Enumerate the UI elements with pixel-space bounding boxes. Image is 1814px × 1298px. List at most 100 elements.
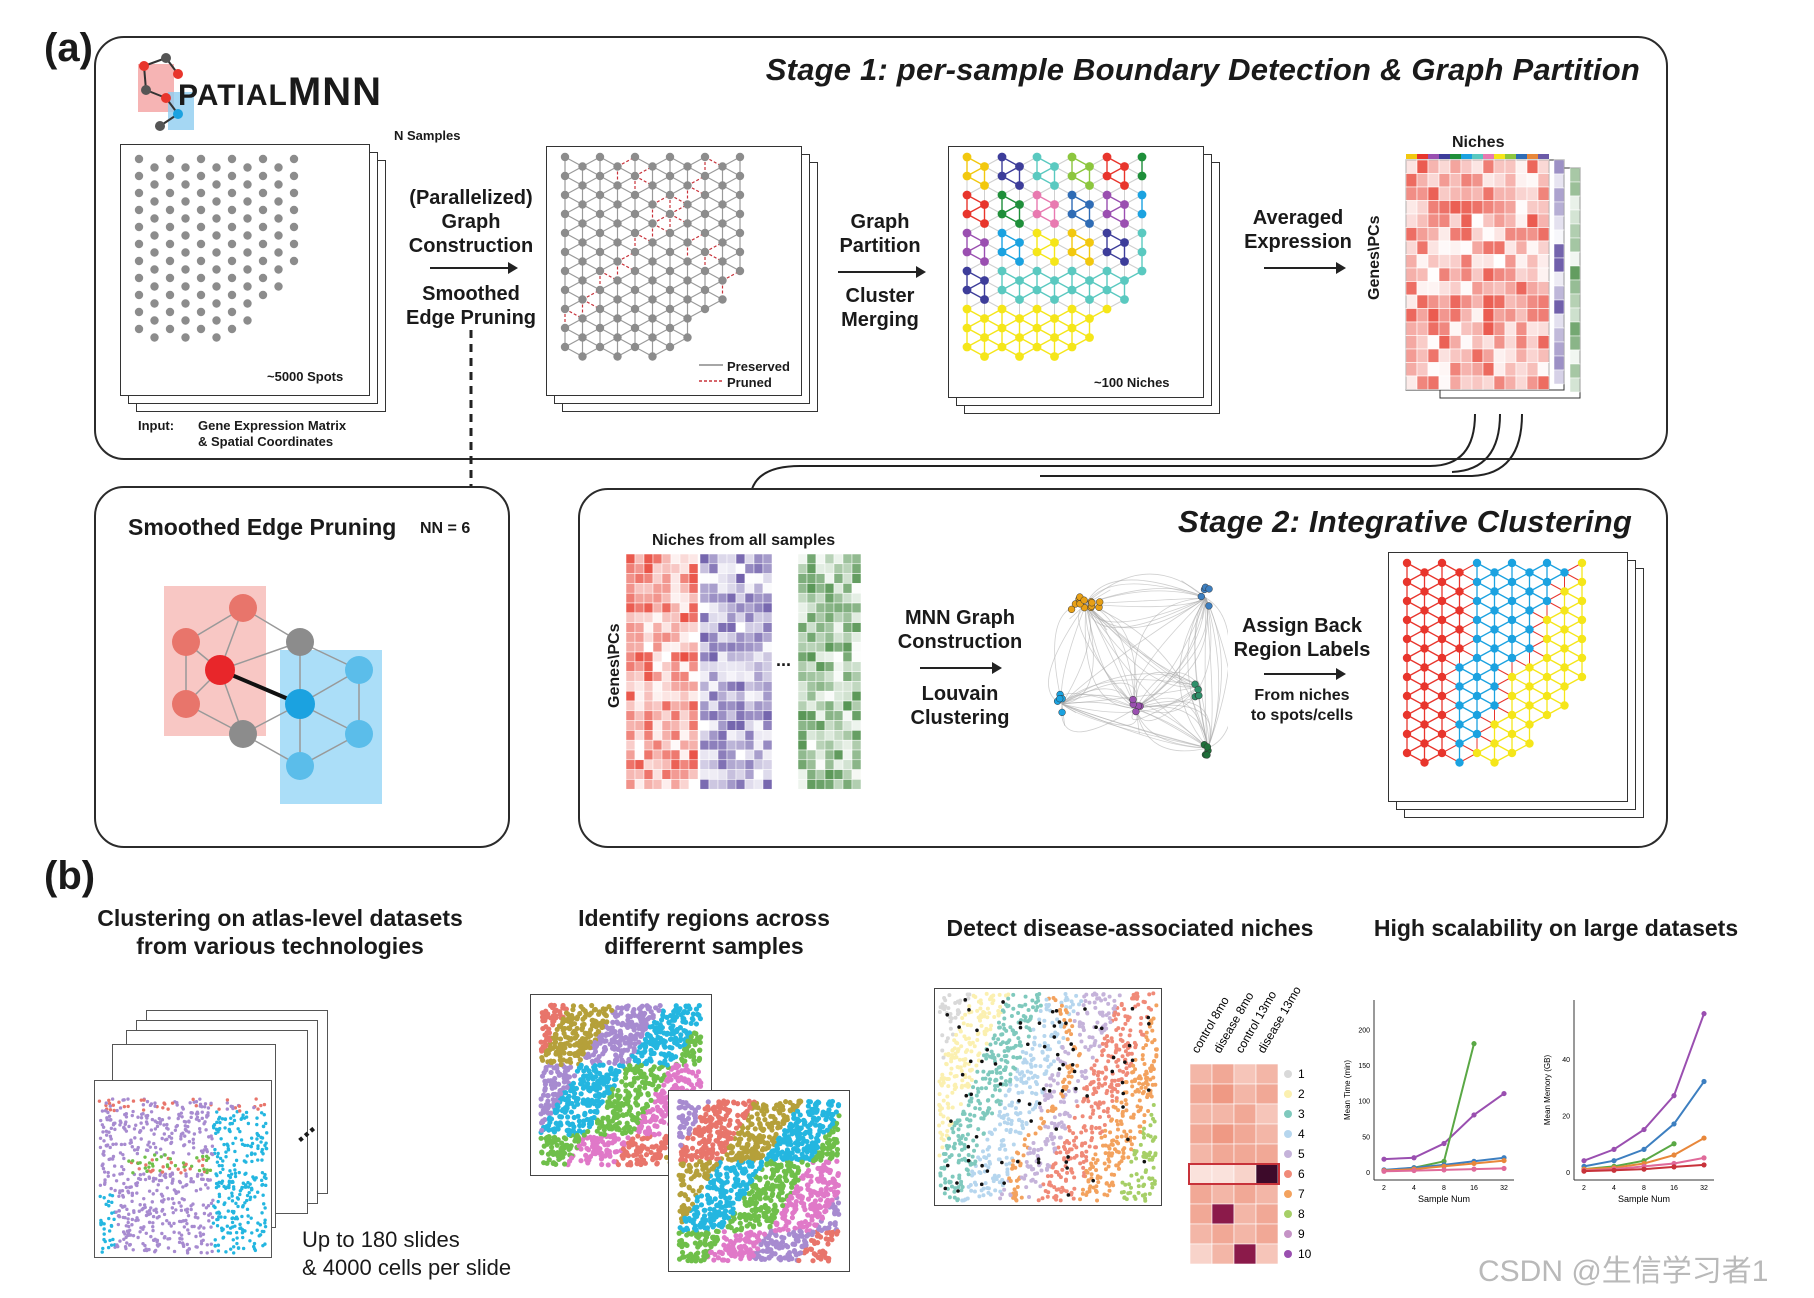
sample-dot [661, 1082, 667, 1088]
atlas-dot [128, 1233, 133, 1237]
atlas-dot [122, 1126, 126, 1130]
atlas-dot [172, 1221, 176, 1226]
sample-dot [627, 1043, 633, 1049]
heat-cell [1449, 294, 1462, 309]
atlas-dot [149, 1128, 154, 1132]
atlas-dot [261, 1193, 265, 1197]
atlas-dot [116, 1222, 121, 1227]
heat-cell [1405, 240, 1418, 255]
heat-side-cell [1553, 313, 1565, 329]
sample-dot [552, 1075, 558, 1082]
sample-dot [564, 1142, 570, 1148]
graph-node [1120, 219, 1129, 228]
atlas-dot [123, 1142, 127, 1147]
graph-node [1050, 181, 1059, 190]
atlas-dot [206, 1204, 211, 1208]
all-heat-cell [744, 671, 755, 682]
all-heat-cell [735, 563, 746, 574]
heat-cell [1438, 173, 1451, 188]
sample-dot [553, 1013, 559, 1019]
atlas-dot [142, 1098, 146, 1102]
atlas-dot [150, 1158, 154, 1162]
all-heat-cell [735, 769, 746, 780]
graph-node [1137, 152, 1147, 162]
all-heat-cell [679, 779, 690, 790]
heat-cell [1526, 375, 1539, 390]
spot-dot [212, 333, 221, 342]
sample-dot [674, 1041, 680, 1047]
atlas-dot [221, 1159, 225, 1163]
atlas-dot [236, 1204, 240, 1209]
graph-node [700, 209, 710, 219]
heat-side-cell [1569, 349, 1581, 365]
graph-node [578, 276, 587, 285]
atlas-dot [261, 1124, 266, 1129]
heat-cell [1526, 200, 1539, 215]
graph-node [1542, 615, 1552, 625]
atlas-dot [187, 1152, 191, 1156]
atlas-dot [101, 1130, 105, 1134]
graph-node [630, 285, 640, 295]
sample-dot [638, 1068, 644, 1075]
heat-side-cell [1569, 307, 1581, 323]
all-heat-cell [824, 681, 835, 692]
graph-node [1015, 276, 1024, 285]
all-heat-cell [797, 769, 808, 780]
legend-lines [699, 364, 723, 382]
graph-node [735, 171, 745, 181]
all-heat-cell [762, 583, 773, 594]
step1-arrow [430, 262, 518, 274]
atlas-dot [149, 1110, 154, 1114]
all-heat-cell [679, 632, 690, 643]
all-heat-cell [851, 602, 862, 614]
sample-dot [625, 1021, 631, 1028]
graph-node [1525, 568, 1534, 577]
all-heat-cell [643, 739, 654, 751]
heat-side-cell [1553, 201, 1565, 217]
atlas-dot [147, 1208, 152, 1213]
heat-side-cell [1553, 285, 1565, 301]
sample-dot [689, 1015, 695, 1022]
heat-cell [1427, 375, 1440, 390]
sample-dot [668, 1012, 674, 1019]
atlas-dot [147, 1140, 151, 1144]
all-heat-cell [797, 602, 808, 614]
sample-dot [561, 1050, 567, 1056]
sample-dot [585, 1128, 591, 1135]
sample-dot [646, 1032, 652, 1038]
heat-cell [1438, 213, 1451, 228]
atlas-dot [143, 1177, 148, 1182]
sample-dot [582, 1100, 588, 1106]
all-heat-cell [851, 749, 862, 761]
graph-node [1067, 171, 1077, 181]
all-heat-cell [851, 651, 862, 663]
all-heat-cell [634, 739, 645, 751]
sample-dot [661, 1030, 667, 1036]
atlas-dot [102, 1196, 106, 1200]
spot-dot [212, 163, 221, 172]
graph-node [595, 342, 605, 352]
atlas-dot [246, 1214, 250, 1218]
atlas-dot [241, 1235, 245, 1240]
all-heat-cell [717, 720, 728, 731]
all-heat-cell [643, 573, 654, 584]
atlas-dot [125, 1207, 129, 1212]
mnn-edge [1135, 597, 1207, 709]
atlas-dot [184, 1218, 188, 1223]
sample-dot [638, 1153, 644, 1160]
all-heat-cell [661, 554, 672, 565]
all-heat-cell [735, 622, 746, 633]
atlas-dot [242, 1159, 247, 1163]
all-heat-cell [797, 651, 808, 663]
graph-node [578, 181, 587, 190]
sample-dot [622, 1075, 629, 1081]
graph-node [1490, 606, 1499, 615]
sample-dot [554, 1063, 560, 1069]
atlas-dot [233, 1174, 238, 1179]
atlas-dot [200, 1154, 205, 1159]
all-heat-cell [717, 632, 728, 643]
sample-dot [546, 1157, 552, 1163]
all-heat-cell [824, 720, 835, 731]
sample-dot [749, 1114, 755, 1120]
